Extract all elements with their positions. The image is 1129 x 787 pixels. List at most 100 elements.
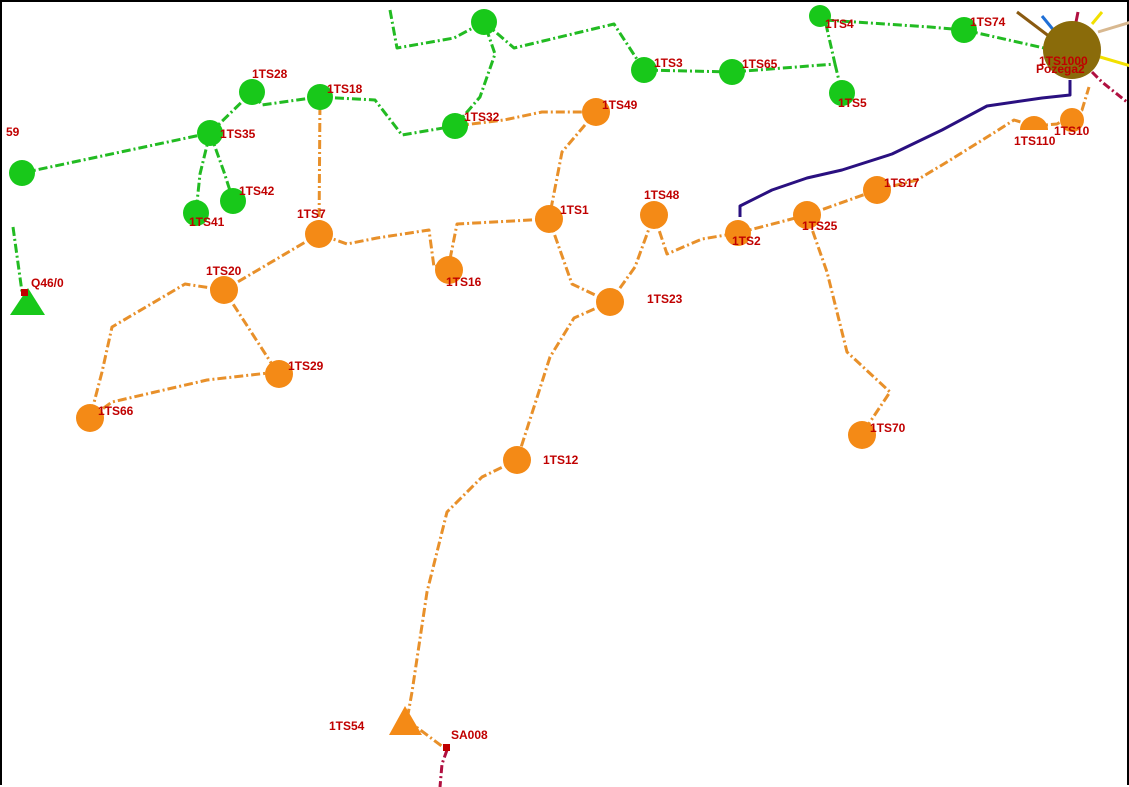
label-1ts49: 1TS49: [602, 98, 638, 112]
node-1ts20[interactable]: [210, 276, 238, 304]
node-1ts66[interactable]: [76, 404, 104, 432]
line-segment[interactable]: [223, 232, 320, 292]
line-segment[interactable]: [317, 95, 456, 137]
label-1ts41: 1TS41: [189, 215, 225, 229]
line-segment[interactable]: [89, 370, 278, 420]
node-top-a[interactable]: [471, 9, 497, 35]
node-1ts7[interactable]: [305, 220, 333, 248]
line-segment[interactable]: [515, 300, 611, 461]
label-1ts23: 1TS23: [647, 292, 683, 306]
label-1ts1000: 1TS1000: [1039, 54, 1088, 68]
node-1ts25[interactable]: [793, 201, 821, 229]
label-1ts54: 1TS54: [329, 719, 365, 733]
label-1ts17: 1TS17: [884, 176, 920, 190]
node-1ts65[interactable]: [719, 59, 745, 85]
label-1ts29: 1TS29: [288, 359, 324, 373]
line-segment[interactable]: [388, 9, 485, 50]
node-1ts29[interactable]: [265, 360, 293, 388]
node-1ts10[interactable]: [1060, 108, 1084, 132]
label-pozega2: Pozega2: [1036, 62, 1085, 76]
node-1ts16[interactable]: [435, 256, 463, 284]
node-1ts110[interactable]: [1020, 116, 1048, 130]
line-segment[interactable]: [453, 21, 497, 127]
purple-line[interactable]: [738, 80, 1072, 217]
yellow-line[interactable]: [1099, 55, 1129, 67]
node-1ts35[interactable]: [197, 120, 223, 146]
node-1ts54[interactable]: [389, 706, 422, 735]
node-1ts5[interactable]: [829, 80, 855, 106]
line-segment[interactable]: [876, 118, 1035, 192]
crimson-line[interactable]: [1090, 70, 1128, 104]
node-1ts49[interactable]: [582, 98, 610, 126]
line-segment[interactable]: [454, 110, 596, 128]
label-1ts1: 1TS1: [560, 203, 589, 217]
label-1ts65: 1TS65: [742, 57, 778, 71]
node-1ts42[interactable]: [220, 188, 246, 214]
node-1ts18[interactable]: [307, 84, 333, 110]
label-1ts7: 1TS7: [297, 207, 326, 221]
node-1ts74[interactable]: [951, 17, 977, 43]
node-1ts28[interactable]: [239, 79, 265, 105]
label-1ts110: 1TS110: [1014, 134, 1056, 148]
label-1ts4: 1TS4: [825, 17, 854, 31]
line-segment[interactable]: [208, 132, 235, 201]
node-1ts3[interactable]: [631, 57, 657, 83]
node-59[interactable]: [9, 160, 35, 186]
node-1ts41[interactable]: [183, 200, 209, 226]
node-1ts70[interactable]: [848, 421, 876, 449]
label-1ts35: 1TS35: [220, 127, 256, 141]
label-1ts5: 1TS5: [838, 96, 867, 110]
crimson-line[interactable]: [438, 749, 449, 787]
line-segment[interactable]: [547, 111, 598, 220]
node-1ts1[interactable]: [535, 205, 563, 233]
label-1ts25: 1TS25: [802, 219, 838, 233]
line-segment[interactable]: [608, 214, 656, 303]
node-station-1ts1000[interactable]: [1043, 21, 1101, 79]
label-1ts70: 1TS70: [870, 421, 906, 435]
node-1ts17[interactable]: [863, 176, 891, 204]
label-1ts48: 1TS48: [644, 188, 680, 202]
label-1ts12: 1TS12: [543, 453, 579, 467]
line-segment[interactable]: [11, 226, 24, 293]
node-1ts12[interactable]: [503, 446, 531, 474]
label-1ts2: 1TS2: [732, 234, 761, 248]
line-segment[interactable]: [405, 458, 518, 721]
line-segment[interactable]: [547, 218, 611, 304]
node-1ts2[interactable]: [725, 220, 751, 246]
line-segment[interactable]: [194, 132, 212, 213]
node-1ts4[interactable]: [809, 5, 831, 27]
label-1ts18: 1TS18: [327, 82, 363, 96]
line-segment[interactable]: [805, 214, 892, 435]
label-59: 59: [6, 125, 20, 139]
tan-line[interactable]: [1097, 21, 1129, 34]
label-1ts74: 1TS74: [970, 15, 1006, 29]
line-segment[interactable]: [21, 131, 211, 175]
line-segment[interactable]: [208, 90, 254, 135]
label-1ts10: 1TS10: [1054, 124, 1090, 138]
label-1ts42: 1TS42: [239, 184, 275, 198]
yellow-line[interactable]: [1090, 11, 1104, 25]
line-segment[interactable]: [483, 20, 646, 71]
line-segment[interactable]: [222, 289, 279, 373]
label-sa008: SA008: [451, 728, 488, 742]
line-segment[interactable]: [652, 214, 739, 256]
node-1ts23[interactable]: [596, 288, 624, 316]
line-segment[interactable]: [88, 282, 225, 419]
line-segment[interactable]: [318, 228, 450, 269]
line-segment[interactable]: [317, 96, 322, 235]
line-segment[interactable]: [643, 68, 733, 74]
marker-sa008: [443, 744, 450, 751]
label-1ts16: 1TS16: [446, 275, 482, 289]
label-1ts28: 1TS28: [252, 67, 288, 81]
label-1ts3: 1TS3: [654, 56, 683, 70]
node-1ts48[interactable]: [640, 201, 668, 229]
label-1ts32: 1TS32: [464, 110, 500, 124]
node-1ts32[interactable]: [442, 113, 468, 139]
line-segment[interactable]: [963, 28, 1045, 50]
label-q46-0: Q46/0: [31, 276, 64, 290]
node-q46-0[interactable]: [10, 288, 45, 315]
green-feeder-lines: [11, 9, 1045, 293]
line-segment[interactable]: [447, 217, 550, 265]
